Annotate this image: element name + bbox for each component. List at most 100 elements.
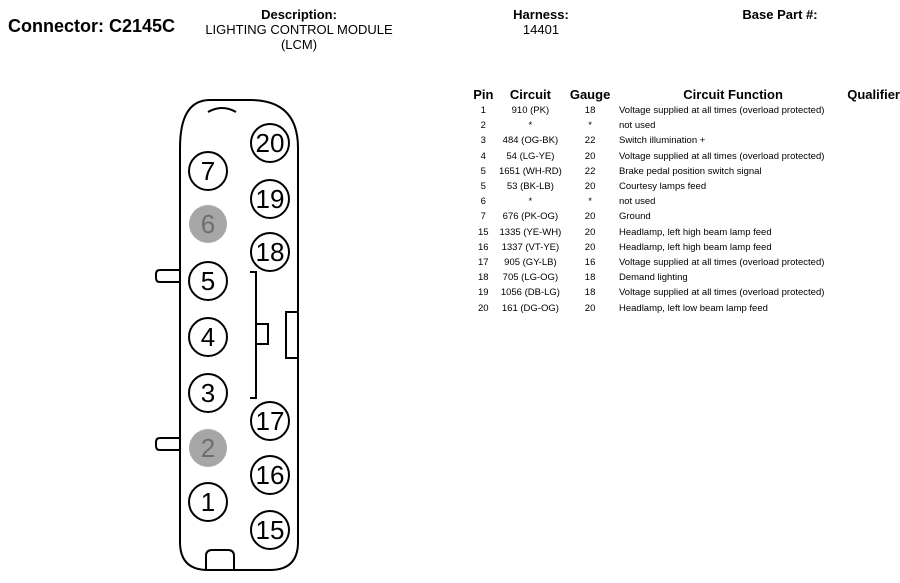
cell-pin: 20	[478, 302, 489, 314]
cell-gauge: 20	[584, 302, 596, 314]
cell-gauge: 22	[584, 135, 596, 147]
cell-qualifier	[847, 103, 900, 118]
cell-function: Voltage supplied at all times (overload …	[618, 256, 825, 268]
pin-number-label: 17	[256, 406, 285, 436]
pin-number-label: 18	[256, 237, 285, 267]
cell-pin: 7	[480, 211, 486, 223]
pin-number-label: 20	[256, 128, 285, 158]
header-pin: Pin	[473, 87, 494, 102]
pin-number-label: 3	[201, 378, 215, 408]
cell-circuit: 1337 (VT-YE)	[501, 241, 560, 253]
pin-number-label: 5	[201, 266, 215, 296]
table-row: 2**not used	[469, 118, 900, 133]
base-part-label: Base Part #:	[742, 7, 818, 22]
pin-cavity	[188, 261, 228, 301]
cell-function: Headlamp, left low beam lamp feed	[618, 302, 768, 314]
pin-cavity	[250, 455, 290, 495]
key-bracket	[250, 271, 257, 399]
cell-qualifier	[847, 179, 900, 194]
connector-housing	[179, 99, 299, 571]
cell-qualifier	[847, 149, 900, 164]
pin-cavity	[250, 179, 290, 219]
table-row: 20 161 (DG-OG) 20 Headlamp, left low beam l…	[469, 300, 900, 315]
cell-qualifier	[847, 164, 900, 179]
description-block: Description: LIGHTING CONTROL MODULE (LC…	[190, 7, 408, 52]
cell-qualifier	[847, 209, 900, 224]
cell-gauge: 20	[584, 150, 596, 162]
cell-qualifier	[847, 118, 900, 133]
pin-cavity	[188, 482, 228, 522]
cell-gauge: 20	[584, 181, 596, 193]
cell-gauge: 20	[584, 211, 596, 223]
cell-pin: 5	[480, 181, 486, 193]
cell-function: not used	[618, 196, 656, 208]
cell-qualifier	[847, 285, 900, 300]
cell-circuit: *	[528, 196, 533, 208]
cell-circuit: 484 (OG-BK)	[502, 135, 559, 147]
pin-number-label: 1	[201, 487, 215, 517]
cell-pin: 6	[480, 196, 486, 208]
cell-qualifier	[847, 240, 900, 255]
cell-qualifier	[847, 133, 900, 148]
pin-number-label: 4	[201, 322, 215, 352]
cell-function: Courtesy lamps feed	[618, 181, 707, 193]
cell-function: Demand lighting	[618, 272, 688, 284]
cell-pin: 18	[478, 272, 489, 284]
header-qualifier: Qualifier	[847, 87, 900, 102]
cell-circuit: *	[528, 120, 533, 132]
cell-circuit: 1056 (DB-LG)	[500, 287, 560, 299]
cell-gauge: 18	[584, 287, 596, 299]
cell-circuit: 676 (PK-OG)	[502, 211, 559, 223]
pin-number-label: 6	[201, 209, 215, 239]
cell-gauge: *	[588, 120, 592, 132]
pin-cavity	[188, 373, 228, 413]
cell-qualifier	[847, 194, 900, 209]
cell-function: Headlamp, left high beam lamp feed	[618, 226, 772, 238]
harness-label: Harness:	[513, 7, 569, 22]
pin-cavity	[250, 401, 290, 441]
cell-gauge: *	[588, 196, 592, 208]
table-row: 6 * * not used	[469, 194, 900, 209]
harness-value: 14401	[522, 22, 560, 37]
cell-gauge: 16	[584, 256, 596, 268]
cell-function: Voltage supplied at all times (overload …	[618, 105, 825, 117]
cell-qualifier	[847, 270, 900, 285]
cell-function: Headlamp, left high beam lamp feed	[618, 241, 772, 253]
cell-pin: 16	[478, 241, 489, 253]
top-notch	[207, 107, 237, 113]
cell-function: not used	[618, 120, 656, 132]
pin-number-label: 7	[201, 156, 215, 186]
cell-qualifier	[847, 225, 900, 240]
key-post	[256, 323, 269, 345]
table-row: 7 676 (PK-OG) 20 Ground	[469, 209, 900, 224]
cell-circuit: 1335 (YE-WH)	[499, 226, 562, 238]
cell-qualifier	[847, 255, 900, 270]
bottom-latch	[205, 549, 235, 570]
cell-function: Switch illumination +	[618, 135, 706, 147]
cell-function: Ground	[618, 211, 651, 223]
pin-number-label: 19	[256, 184, 285, 214]
cell-function: Voltage supplied at all times (overload …	[618, 150, 825, 162]
header-gauge: Gauge	[569, 87, 611, 102]
cell-gauge: 18	[584, 105, 596, 117]
cell-pin: 17	[478, 256, 489, 268]
pin-cavity	[250, 232, 290, 272]
description-line-2: (LCM)	[280, 37, 318, 52]
description-line-1: LIGHTING CONTROL MODULE	[205, 22, 393, 37]
cell-gauge: 20	[584, 226, 596, 238]
header-circuit: Circuit	[509, 87, 551, 102]
cell-function: Voltage supplied at all times (overload …	[618, 287, 825, 299]
connector-title: Connector: C2145C	[8, 16, 176, 36]
cell-circuit: 161 (DG-OG)	[501, 302, 559, 314]
description-label: Description:	[261, 7, 337, 22]
cell-gauge: 22	[584, 165, 596, 177]
cell-function: Brake pedal position switch signal	[618, 165, 762, 177]
